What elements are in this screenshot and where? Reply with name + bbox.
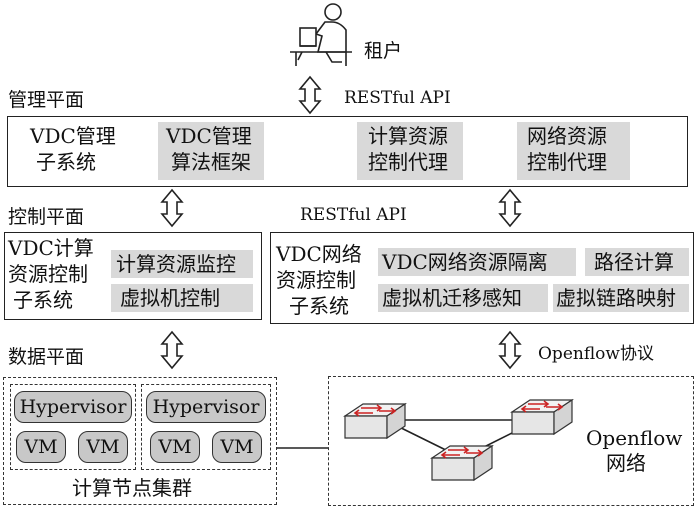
network-agent-line2: 控制代理 — [527, 150, 607, 174]
network-subsystem-line2: 资源控制 — [276, 268, 356, 292]
vm-1a: VM — [16, 431, 66, 463]
openflow-network-line2: 网络 — [606, 451, 646, 475]
hypervisor-1: Hypervisor — [14, 391, 132, 423]
data-plane-label: 数据平面 — [8, 346, 85, 368]
network-isolation-box — [378, 248, 576, 276]
management-plane-label: 管理平面 — [8, 89, 85, 111]
virtual-link-box — [553, 284, 689, 312]
tenant-label: 租户 — [364, 40, 403, 62]
compute-subsystem-line1: VDC计算 — [8, 236, 94, 260]
middle-restful-api-label: RESTful API — [300, 205, 407, 225]
network-agent-box — [517, 122, 630, 180]
vm-migration-box — [378, 284, 548, 312]
vm-1b: VM — [78, 431, 128, 463]
vdc-subsystem-line2: 子系统 — [36, 150, 96, 174]
switch-right — [511, 399, 573, 435]
vm-2a: VM — [150, 431, 200, 463]
network-subsystem-line1: VDC网络 — [276, 242, 362, 266]
vdc-algorithm-line1: VDC管理 — [166, 124, 252, 148]
hypervisor-2: Hypervisor — [146, 391, 266, 423]
compute-agent-line1: 计算资源 — [368, 124, 448, 148]
compute-monitor-label: 计算资源监控 — [116, 252, 236, 276]
openflow-protocol-label: Openflow协议 — [538, 344, 654, 364]
compute-agent-line2: 控制代理 — [368, 150, 448, 174]
vm-migration-label: 虚拟机迁移感知 — [382, 286, 522, 310]
compute-monitor-box — [111, 250, 253, 278]
compute-node-2 — [141, 384, 271, 470]
switch-left — [344, 403, 406, 439]
vm-control-label: 虚拟机控制 — [120, 286, 220, 310]
switch-bottom — [431, 445, 493, 481]
virtual-link-label: 虚拟链路映射 — [556, 286, 676, 310]
compute-cluster-label: 计算节点集群 — [72, 476, 192, 500]
openflow-network-line1: Openflow — [586, 426, 683, 450]
compute-node-1 — [10, 384, 136, 470]
vm-control-box — [111, 284, 253, 312]
network-isolation-label: VDC网络资源隔离 — [382, 250, 548, 274]
vm-2b: VM — [212, 431, 262, 463]
top-restful-api-label: RESTful API — [344, 88, 451, 108]
vdc-subsystem-line1: VDC管理 — [30, 124, 116, 148]
network-subsystem-line3: 子系统 — [289, 294, 349, 318]
openflow-network-box — [328, 376, 694, 506]
path-compute-label: 路径计算 — [594, 250, 674, 274]
network-agent-line1: 网络资源 — [527, 124, 607, 148]
compute-cluster-box — [3, 377, 277, 505]
path-compute-box — [585, 248, 689, 276]
vdc-algorithm-line2: 算法框架 — [171, 150, 251, 174]
vdc-algorithm-box — [158, 122, 264, 180]
compute-subsystem-line3: 子系统 — [13, 288, 73, 312]
compute-subsystem-line2: 资源控制 — [8, 262, 88, 286]
compute-agent-box — [357, 122, 463, 180]
control-plane-label: 控制平面 — [8, 206, 85, 228]
